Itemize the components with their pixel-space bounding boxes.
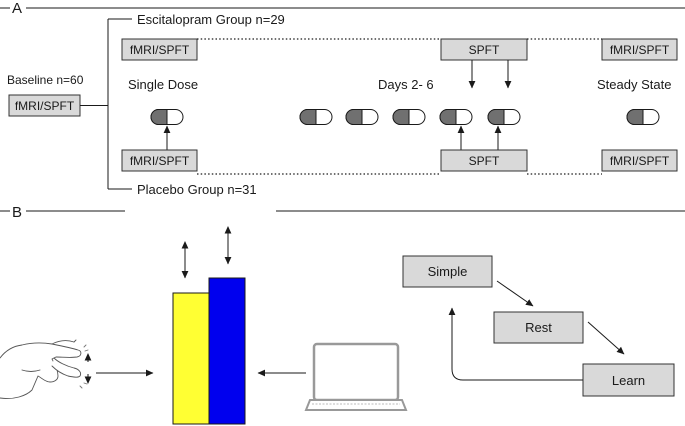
pill-icon [392, 109, 426, 125]
bottom-left-fmri-label: fMRI/SPFT [130, 154, 190, 168]
rest-box [493, 311, 584, 344]
steady-state-label: Steady State [597, 77, 671, 92]
panel-b: B Simple Rest [0, 204, 685, 425]
bottom-spft-label: SPFT [469, 154, 500, 168]
simple-to-rest-arrow [496, 280, 534, 307]
pill-icon [345, 109, 379, 125]
baseline-box-label: fMRI/SPFT [15, 99, 75, 113]
panel-a: A Baseline n=60 fMRI/SPFT Escitalopram G… [0, 0, 685, 197]
top-left-fmri-box [121, 38, 198, 61]
learn-box [582, 363, 675, 397]
pill-icon [299, 109, 333, 125]
bottom-left-fmri-box [121, 149, 198, 172]
hand-icon [0, 339, 89, 399]
escitalopram-group-label: Escitalopram Group n=29 [137, 12, 285, 27]
top-right-fmri-box [601, 38, 678, 61]
top-spft-box [440, 38, 528, 61]
top-left-fmri-label: fMRI/SPFT [130, 43, 190, 57]
baseline-label: Baseline n=60 [7, 73, 84, 87]
pill-icon [439, 109, 473, 125]
days-2-6-label: Days 2- 6 [378, 77, 434, 92]
bottom-right-fmri-box [601, 149, 678, 172]
pill-icon [150, 109, 184, 125]
laptop-icon [304, 342, 408, 411]
blue-bar [208, 277, 246, 425]
top-spft-label: SPFT [469, 43, 500, 57]
bottom-spft-box [440, 149, 528, 172]
bottom-right-fmri-label: fMRI/SPFT [610, 154, 670, 168]
simple-label: Simple [428, 264, 468, 279]
pill-icon [626, 109, 660, 125]
simple-box [402, 255, 493, 288]
panel-b-label: B [12, 204, 22, 221]
pill-icon [487, 109, 521, 125]
rest-to-learn-arrow [587, 321, 625, 355]
single-dose-label: Single Dose [128, 77, 198, 92]
yellow-bar [172, 292, 210, 425]
top-right-fmri-label: fMRI/SPFT [610, 43, 670, 57]
rest-label: Rest [525, 320, 552, 335]
placebo-group-label: Placebo Group n=31 [137, 182, 257, 197]
learn-label: Learn [612, 373, 645, 388]
learn-to-simple-arrow [448, 307, 583, 381]
panel-a-label: A [12, 0, 22, 17]
